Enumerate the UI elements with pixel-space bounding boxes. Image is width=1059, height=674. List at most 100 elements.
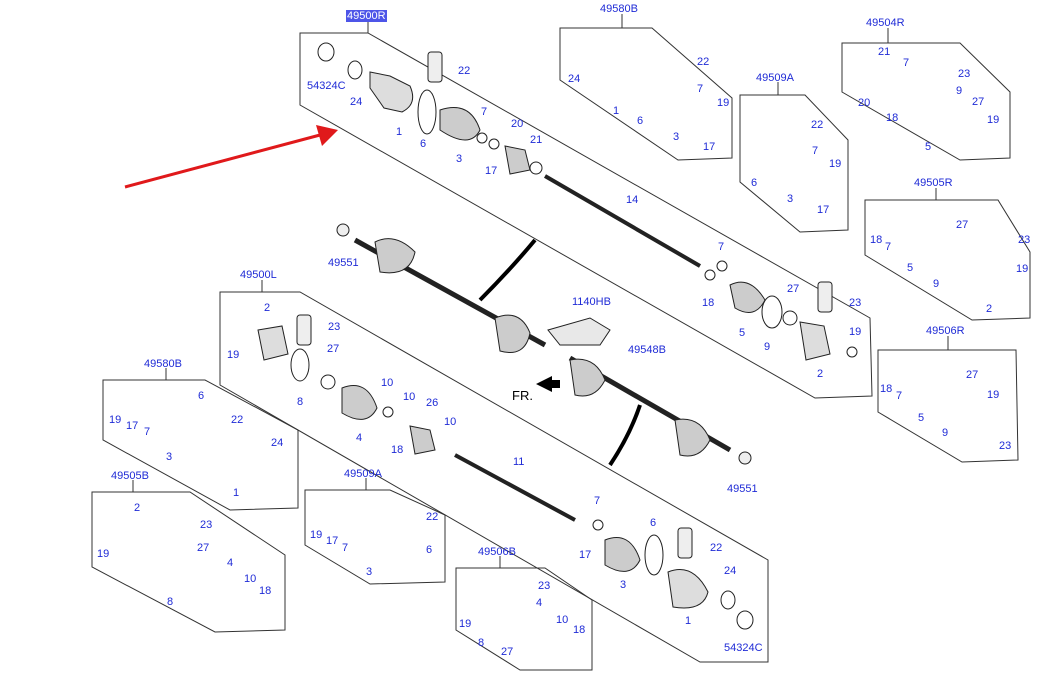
callout[interactable]: 17: [326, 535, 339, 547]
callout[interactable]: 7: [812, 145, 819, 157]
callout[interactable]: 8: [297, 396, 304, 408]
callout[interactable]: 20: [511, 118, 524, 130]
group-header-49509a-right[interactable]: 49509A: [756, 72, 794, 84]
callout[interactable]: 3: [620, 579, 627, 591]
group-header-49500r[interactable]: 49500R: [346, 10, 387, 22]
callout[interactable]: 21: [878, 46, 891, 58]
group-header-49506b[interactable]: 49506B: [478, 546, 516, 558]
callout[interactable]: 10: [556, 614, 569, 626]
group-header-49580b-right[interactable]: 49580B: [600, 3, 638, 15]
callout[interactable]: 1: [613, 105, 620, 117]
callout-49551-top[interactable]: 49551: [328, 257, 359, 269]
callout[interactable]: 17: [485, 165, 498, 177]
callout[interactable]: 17: [126, 420, 139, 432]
callout[interactable]: 24: [568, 73, 581, 85]
callout[interactable]: 19: [717, 97, 730, 109]
callout[interactable]: 7: [144, 426, 151, 438]
callout-1140hb[interactable]: 1140HB: [572, 296, 611, 308]
callout[interactable]: 19: [109, 414, 122, 426]
callout[interactable]: 23: [200, 519, 213, 531]
callout[interactable]: 22: [697, 56, 710, 68]
callout[interactable]: 5: [925, 141, 932, 153]
callout[interactable]: 19: [1016, 263, 1029, 275]
callout[interactable]: 23: [849, 297, 862, 309]
callout[interactable]: 6: [637, 115, 644, 127]
callout[interactable]: 19: [227, 349, 240, 361]
callout[interactable]: 9: [956, 85, 963, 97]
callout[interactable]: 2: [817, 368, 824, 380]
callout[interactable]: 10: [381, 377, 394, 389]
callout[interactable]: 23: [999, 440, 1012, 452]
callout[interactable]: 27: [197, 542, 210, 554]
callout[interactable]: 9: [933, 278, 940, 290]
callout-49551-bottom[interactable]: 49551: [727, 483, 758, 495]
callout[interactable]: 7: [342, 542, 349, 554]
callout[interactable]: 11: [513, 456, 525, 468]
callout[interactable]: 19: [987, 389, 1000, 401]
callout[interactable]: 6: [426, 544, 433, 556]
callout[interactable]: 23: [538, 580, 551, 592]
callout[interactable]: 5: [918, 412, 925, 424]
callout[interactable]: 7: [594, 495, 601, 507]
callout[interactable]: 2: [986, 303, 993, 315]
callout[interactable]: 10: [444, 416, 457, 428]
callout[interactable]: 9: [942, 427, 949, 439]
callout[interactable]: 27: [787, 283, 800, 295]
callout[interactable]: 6: [420, 138, 427, 150]
callout[interactable]: 24: [724, 565, 737, 577]
callout[interactable]: 5: [739, 327, 746, 339]
callout[interactable]: 22: [811, 119, 824, 131]
callout[interactable]: 19: [849, 326, 862, 338]
callout[interactable]: 2: [134, 502, 141, 514]
callout[interactable]: 4: [536, 597, 543, 609]
callout[interactable]: 1: [233, 487, 240, 499]
callout[interactable]: 24: [271, 437, 284, 449]
callout[interactable]: 4: [356, 432, 363, 444]
callout[interactable]: 26: [426, 397, 439, 409]
callout[interactable]: 3: [456, 153, 463, 165]
callout[interactable]: 21: [530, 134, 543, 146]
callout[interactable]: 3: [366, 566, 373, 578]
callout[interactable]: 22: [458, 65, 471, 77]
group-header-49500l[interactable]: 49500L: [240, 269, 277, 281]
callout[interactable]: 5: [907, 262, 914, 274]
callout[interactable]: 19: [97, 548, 110, 560]
callout[interactable]: 22: [710, 542, 723, 554]
callout[interactable]: 27: [327, 343, 340, 355]
callout[interactable]: 19: [310, 529, 323, 541]
group-header-49504r[interactable]: 49504R: [866, 17, 905, 29]
callout[interactable]: 7: [718, 241, 725, 253]
callout[interactable]: 17: [703, 141, 716, 153]
callout[interactable]: 18: [870, 234, 883, 246]
callout[interactable]: 7: [885, 241, 892, 253]
callout[interactable]: 6: [198, 390, 205, 402]
group-header-49506r[interactable]: 49506R: [926, 325, 965, 337]
callout[interactable]: 6: [650, 517, 657, 529]
group-header-49580b-left[interactable]: 49580B: [144, 358, 182, 370]
callout[interactable]: 8: [478, 637, 485, 649]
callout[interactable]: 19: [459, 618, 472, 630]
group-header-49505b[interactable]: 49505B: [111, 470, 149, 482]
group-header-49509a-left[interactable]: 49509A: [344, 468, 382, 480]
callout[interactable]: 19: [829, 158, 842, 170]
callout[interactable]: 10: [403, 391, 416, 403]
callout[interactable]: 27: [966, 369, 979, 381]
callout[interactable]: 7: [481, 106, 488, 118]
callout[interactable]: 3: [787, 193, 794, 205]
callout[interactable]: 22: [426, 511, 439, 523]
callout[interactable]: 23: [1018, 234, 1031, 246]
callout[interactable]: 18: [259, 585, 272, 597]
group-header-49505r[interactable]: 49505R: [914, 177, 953, 189]
callout[interactable]: 4: [227, 557, 234, 569]
callout[interactable]: 3: [166, 451, 173, 463]
callout[interactable]: 7: [903, 57, 910, 69]
callout[interactable]: 17: [817, 204, 830, 216]
callout[interactable]: 19: [987, 114, 1000, 126]
callout[interactable]: 23: [958, 68, 971, 80]
callout[interactable]: 6: [751, 177, 758, 189]
callout[interactable]: 18: [880, 383, 893, 395]
callout[interactable]: 10: [244, 573, 257, 585]
callout[interactable]: 1: [685, 615, 692, 627]
callout[interactable]: 2: [264, 302, 271, 314]
callout[interactable]: 7: [697, 83, 704, 95]
